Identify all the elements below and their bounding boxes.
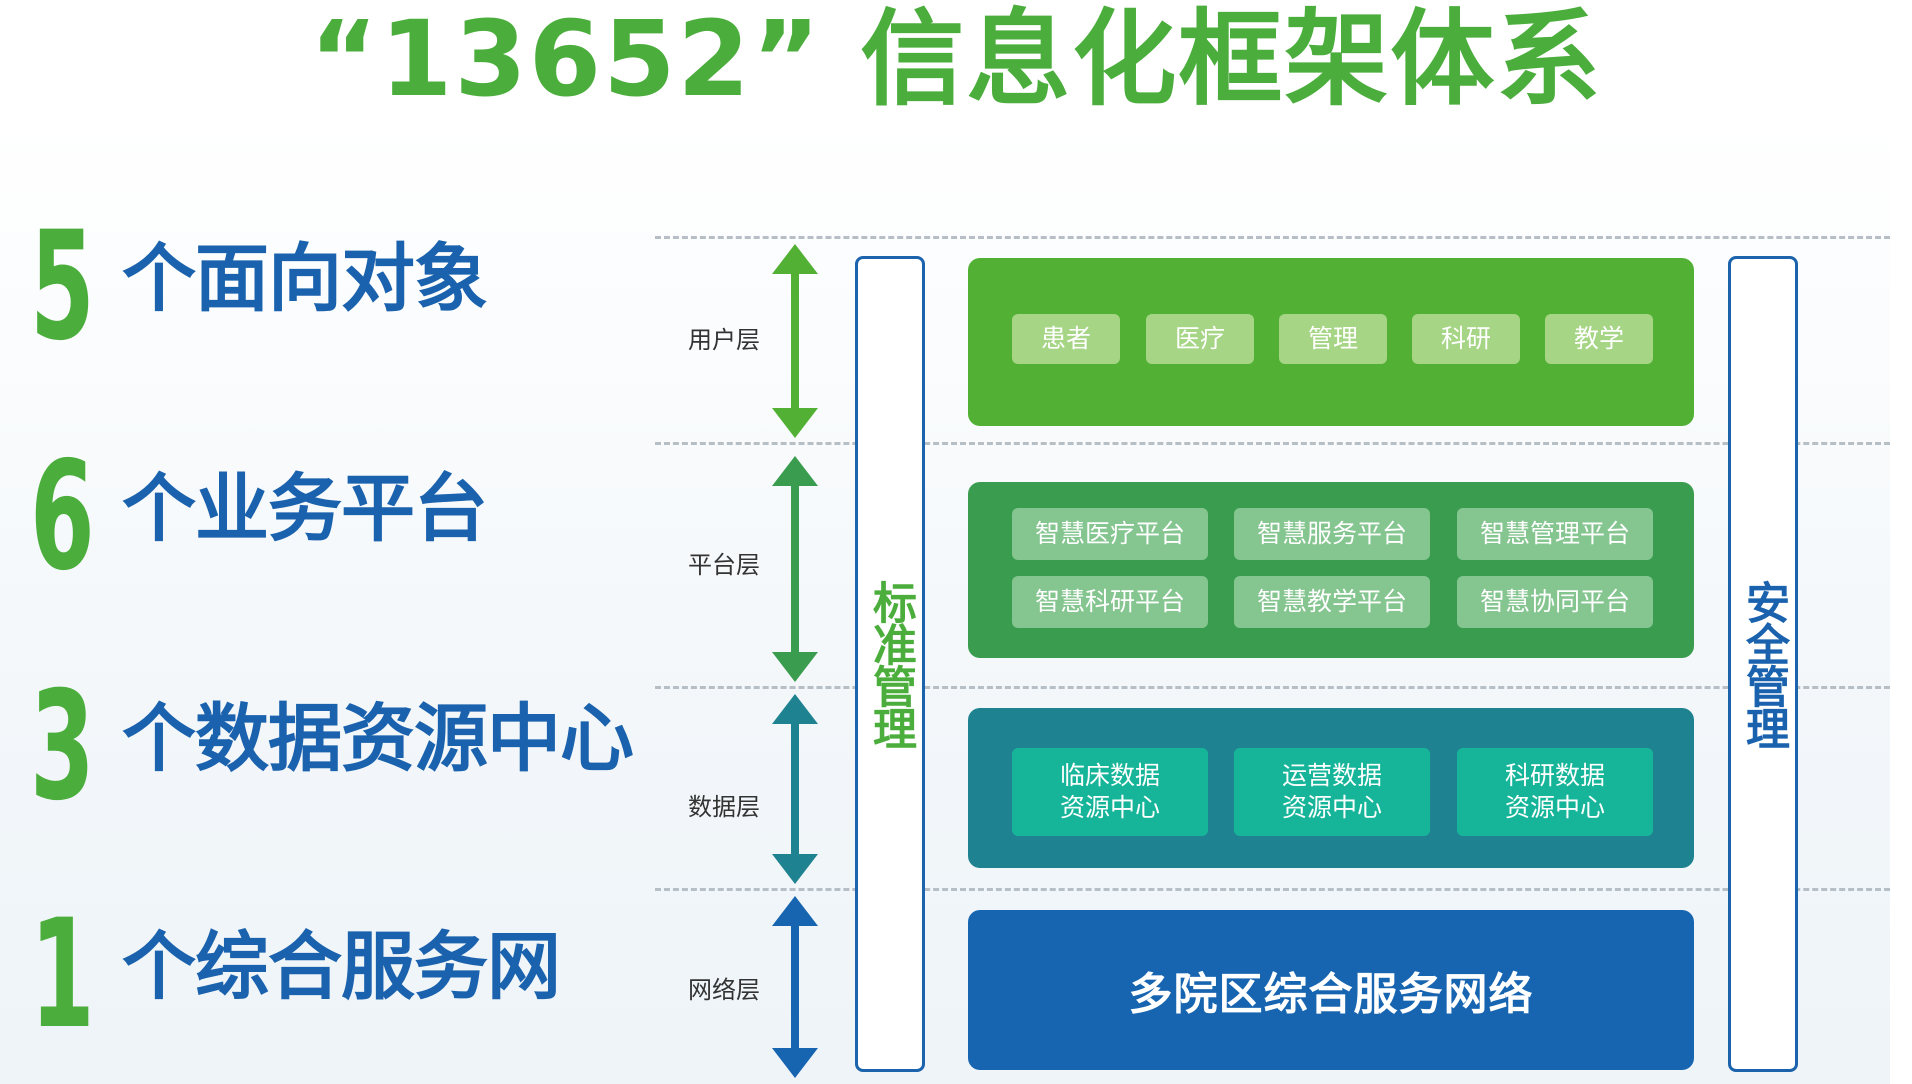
double-arrow-icon (772, 896, 818, 1078)
user-item: 医疗 (1146, 314, 1254, 364)
platform-item: 智慧协同平台 (1457, 576, 1653, 628)
platform-item: 智慧服务平台 (1234, 508, 1430, 560)
user-item: 科研 (1412, 314, 1520, 364)
user-item: 管理 (1279, 314, 1387, 364)
platform-layer-box: 智慧医疗平台 智慧服务平台 智慧管理平台 智慧科研平台 智慧教学平台 智慧协同平… (968, 482, 1694, 658)
platform-item: 智慧管理平台 (1457, 508, 1653, 560)
network-label: 多院区综合服务网络 (1128, 969, 1534, 1020)
user-item: 患者 (1012, 314, 1120, 364)
left-item-text: 个业务平台 (122, 466, 488, 552)
standard-management-label: 标准管理 (865, 580, 916, 748)
layer-divider (655, 442, 1890, 445)
network-layer-box: 多院区综合服务网络 (968, 910, 1694, 1070)
data-center-item: 运营数据 资源中心 (1234, 748, 1430, 836)
platform-item: 智慧医疗平台 (1012, 508, 1208, 560)
user-layer-box: 患者 医疗 管理 科研 教学 (968, 258, 1694, 426)
platform-item: 智慧科研平台 (1012, 576, 1208, 628)
layer-label-network: 网络层 (688, 976, 760, 1004)
double-arrow-icon (772, 694, 818, 884)
data-layer-box: 临床数据 资源中心 运营数据 资源中心 科研数据 资源中心 (968, 708, 1694, 868)
security-management-label: 安全管理 (1738, 580, 1789, 748)
user-item: 教学 (1545, 314, 1653, 364)
platform-item: 智慧教学平台 (1234, 576, 1430, 628)
left-item-text: 个面向对象 (122, 236, 488, 322)
security-management-bar: 安全管理 (1728, 256, 1798, 1072)
layer-label-user: 用户层 (688, 326, 760, 354)
left-item-text: 个数据资源中心 (122, 696, 634, 782)
layer-label-platform: 平台层 (688, 551, 760, 579)
layer-label-data: 数据层 (688, 793, 760, 821)
layer-divider (655, 236, 1890, 239)
standard-management-bar: 标准管理 (855, 256, 925, 1072)
double-arrow-icon (772, 244, 818, 438)
left-item-text: 个综合服务网 (122, 924, 561, 1010)
data-center-item: 科研数据 资源中心 (1457, 748, 1653, 836)
double-arrow-icon (772, 456, 818, 682)
data-center-item: 临床数据 资源中心 (1012, 748, 1208, 836)
page-title: “13652” 信息化框架体系 (309, 0, 1603, 120)
layer-divider (655, 686, 1890, 689)
layer-divider (655, 888, 1890, 891)
